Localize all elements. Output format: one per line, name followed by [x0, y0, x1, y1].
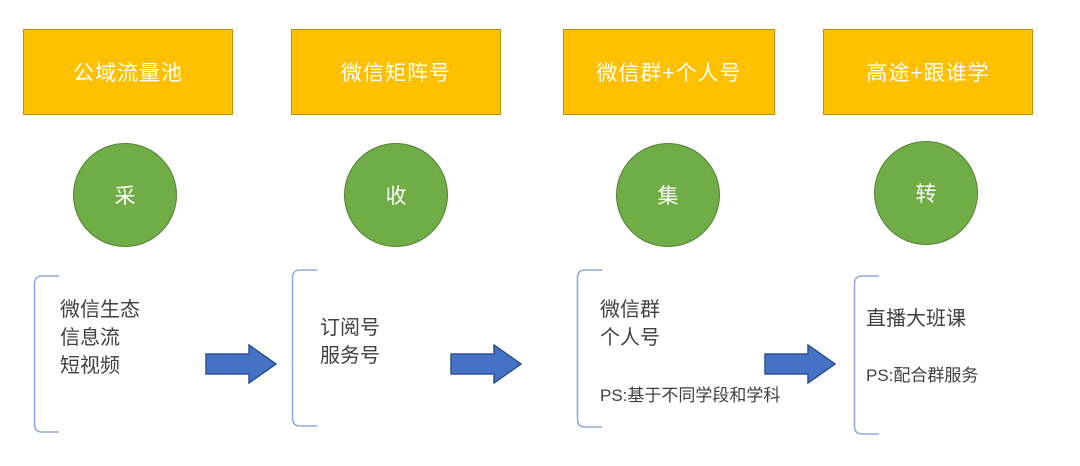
column-items: 微信群 个人号	[600, 296, 660, 352]
header-box-wechat-matrix: 微信矩阵号	[291, 29, 501, 115]
item-line: 微信生态	[60, 299, 140, 321]
item-line: 微信群	[600, 299, 660, 321]
header-label: 公域流量池	[73, 62, 183, 85]
stage-circle-ji: 集	[616, 143, 720, 247]
header-box-wechat-group-personal: 微信群+个人号	[563, 29, 775, 115]
right-arrow-icon	[764, 344, 836, 384]
right-arrow-icon	[205, 344, 277, 384]
column-note: PS:基于不同学段和学科	[600, 386, 781, 405]
column-items: 直播大班课	[866, 305, 966, 333]
stage-circle-cai: 采	[73, 143, 177, 247]
item-line: 个人号	[600, 327, 660, 349]
stage-label: 集	[657, 185, 679, 208]
column-note: PS:配合群服务	[866, 366, 979, 385]
item-line: 信息流	[60, 327, 120, 349]
left-bracket-icon	[291, 269, 317, 427]
column-items: 订阅号 服务号	[320, 314, 380, 370]
header-box-gaotu-genshuixue: 高途+跟谁学	[823, 29, 1033, 115]
stage-circle-zhuan: 转	[874, 141, 978, 245]
item-line: 直播大班课	[866, 308, 966, 330]
header-label: 高途+跟谁学	[866, 62, 990, 85]
left-bracket-icon	[853, 275, 879, 435]
stage-label: 收	[385, 185, 407, 208]
column-items: 微信生态 信息流 短视频	[60, 296, 140, 380]
stage-circle-shou: 收	[344, 143, 448, 247]
item-line: 订阅号	[320, 317, 380, 339]
right-arrow-icon	[450, 344, 522, 384]
header-box-public-traffic-pool: 公域流量池	[23, 29, 233, 115]
left-bracket-icon	[33, 275, 59, 433]
item-line: 短视频	[60, 355, 120, 377]
item-line: 服务号	[320, 345, 380, 367]
left-bracket-icon	[576, 269, 602, 428]
header-label: 微信矩阵号	[341, 62, 451, 85]
header-label: 微信群+个人号	[596, 62, 742, 85]
stage-label: 转	[915, 183, 937, 206]
stage-label: 采	[114, 185, 136, 208]
